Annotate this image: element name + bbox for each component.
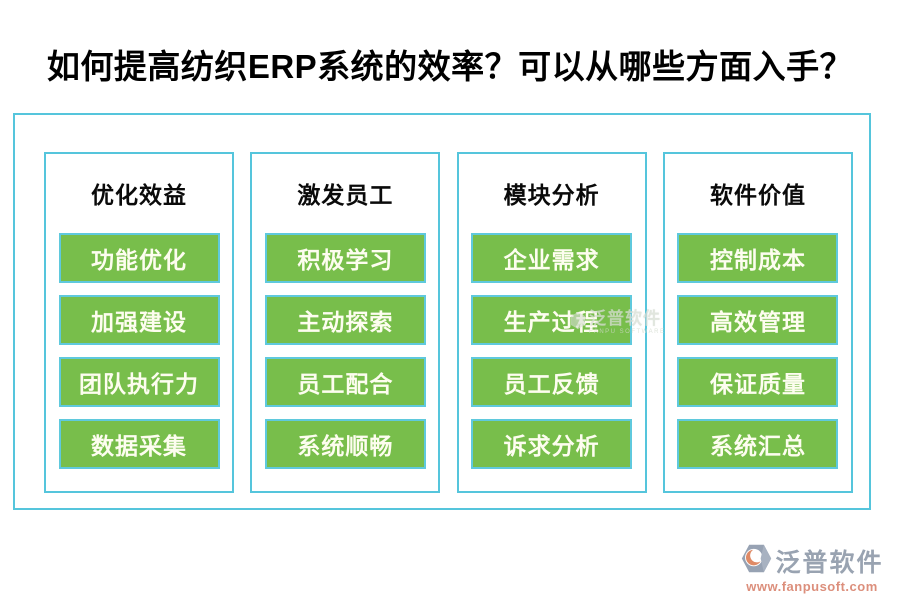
- topic-button[interactable]: 员工反馈: [471, 357, 633, 407]
- topic-button[interactable]: 系统顺畅: [264, 419, 426, 469]
- main-board: 优化效益 功能优化 加强建设 团队执行力 数据采集 激发员工 积极学习 主动探索…: [13, 113, 871, 510]
- brand-url[interactable]: www.fanpusoft.com: [746, 579, 878, 594]
- column-header: 模块分析: [503, 182, 600, 208]
- topic-button[interactable]: 高效管理: [677, 295, 839, 345]
- column-optimize-benefit: 优化效益 功能优化 加强建设 团队执行力 数据采集: [44, 152, 234, 493]
- topic-button[interactable]: 控制成本: [677, 233, 839, 283]
- column-header: 优化效益: [91, 182, 187, 208]
- topic-button[interactable]: 员工配合: [264, 357, 426, 407]
- topic-button[interactable]: 系统汇总: [677, 419, 839, 469]
- page-title: 如何提高纺织ERP系统的效率？可以从哪些方面入手？: [46, 48, 854, 85]
- column-module-analysis: 模块分析 企业需求 生产过程 员工反馈 诉求分析: [456, 152, 647, 493]
- topic-button[interactable]: 数据采集: [58, 419, 220, 469]
- topic-button[interactable]: 团队执行力: [58, 357, 220, 407]
- topic-button[interactable]: 主动探索: [264, 295, 426, 345]
- topic-button[interactable]: 生产过程: [471, 295, 633, 345]
- topic-button[interactable]: 诉求分析: [471, 419, 633, 469]
- topic-button[interactable]: 保证质量: [677, 357, 839, 407]
- topic-button[interactable]: 企业需求: [471, 233, 633, 283]
- topic-button[interactable]: 功能优化: [58, 233, 220, 283]
- fanpu-logo-icon: [740, 542, 773, 580]
- brand-name: 泛普软件: [775, 549, 884, 577]
- topic-button[interactable]: 加强建设: [58, 295, 220, 345]
- topic-button[interactable]: 积极学习: [264, 233, 426, 283]
- column-header: 激发员工: [297, 182, 394, 208]
- column-header: 软件价值: [709, 182, 806, 208]
- column-motivate-staff: 激发员工 积极学习 主动探索 员工配合 系统顺畅: [250, 152, 441, 493]
- column-software-value: 软件价值 控制成本 高效管理 保证质量 系统汇总: [662, 152, 853, 493]
- brand-logo: 泛普软件 www.fanpusoft.com: [736, 542, 888, 594]
